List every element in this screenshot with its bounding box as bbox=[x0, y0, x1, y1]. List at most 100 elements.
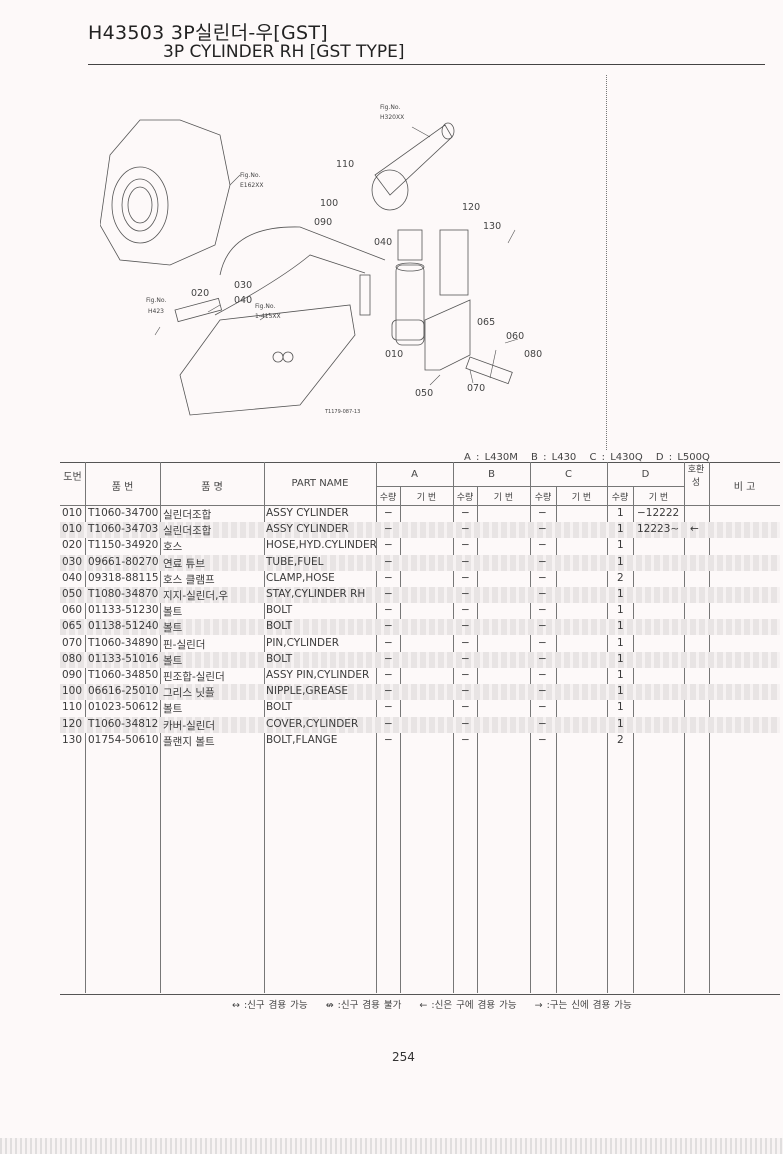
housing-drawing bbox=[100, 119, 231, 266]
qty-c: − bbox=[538, 717, 547, 730]
callout-020: 020 bbox=[191, 288, 209, 299]
part-name-korean: 연료 튜브 bbox=[163, 557, 205, 570]
serial-d: −12222 bbox=[637, 507, 680, 519]
qty-a: − bbox=[384, 701, 393, 714]
part-number: 01133-51016 bbox=[88, 652, 159, 665]
cylinder-drawing bbox=[391, 229, 425, 346]
ref-no: 070 bbox=[62, 636, 83, 649]
callout-130: 130 bbox=[483, 221, 501, 232]
qty-d: 1 bbox=[617, 652, 624, 665]
ref-no: 100 bbox=[62, 685, 83, 698]
qty-c: − bbox=[538, 588, 547, 600]
callout-010: 010 bbox=[385, 349, 403, 360]
qty-b: − bbox=[461, 652, 470, 665]
model-a: A : L430M bbox=[464, 452, 518, 463]
qty-b: − bbox=[461, 701, 470, 714]
callout-040: 040 bbox=[374, 237, 392, 248]
part-number: T1060-34850 bbox=[88, 669, 159, 681]
header-remarks: 비 고 bbox=[733, 482, 756, 493]
qty-b: − bbox=[461, 539, 470, 552]
fig-ref-label: E162XX bbox=[240, 182, 263, 189]
model-b: B : L430 bbox=[531, 452, 577, 463]
qty-a: − bbox=[384, 523, 393, 536]
serial-d: 12223∼ bbox=[637, 523, 680, 536]
header-name-ko: 품 명 bbox=[201, 482, 223, 493]
header-part-no: 품 번 bbox=[111, 482, 134, 493]
part-number: 06616-25010 bbox=[88, 685, 159, 698]
part-name-korean: 카버-실린더 bbox=[163, 719, 216, 732]
part-name-korean: 실린더조합 bbox=[163, 509, 212, 521]
fig-ref-label: Fig.No. bbox=[146, 297, 166, 304]
part-name: BOLT bbox=[266, 604, 293, 617]
callout-100: 100 bbox=[320, 198, 338, 209]
part-name: STAY,CYLINDER RH bbox=[266, 588, 366, 600]
page-title-english: 3P CYLINDER RH [GST TYPE] bbox=[163, 42, 405, 62]
qty-a: − bbox=[384, 652, 393, 665]
qty-b: − bbox=[461, 685, 470, 698]
callout-110: 110 bbox=[336, 159, 354, 170]
part-number: T1060-34700 bbox=[88, 507, 159, 519]
legend-item: → :구는 신에 겸용 가능 bbox=[534, 1000, 632, 1011]
part-name-korean: 실린더조합 bbox=[163, 525, 212, 538]
fig-ref-label: Fig.No. bbox=[240, 172, 260, 179]
qty-d: 1 bbox=[617, 588, 624, 600]
scan-edge bbox=[0, 1138, 783, 1154]
compatibility-legend: ↔ :신구 겸용 가능 ↮ :신구 겸용 불가 ← :신은 구에 겸용 가능 →… bbox=[232, 997, 646, 1011]
part-number: T1060-34812 bbox=[88, 717, 159, 730]
qty-a: − bbox=[384, 669, 393, 681]
qty-divider bbox=[556, 486, 557, 993]
leader-lines bbox=[154, 126, 519, 386]
qty-d: 1 bbox=[617, 604, 624, 617]
part-number: 09318-88115 bbox=[88, 571, 159, 584]
header-serial: 기 번 bbox=[493, 493, 514, 503]
part-name: ASSY CYLINDER bbox=[266, 507, 349, 519]
fig-ref-label: 1-415XX bbox=[255, 313, 281, 320]
qty-d: 1 bbox=[617, 701, 624, 714]
ref-no: 010 bbox=[62, 507, 83, 519]
ref-no: 110 bbox=[62, 701, 83, 714]
qty-a: − bbox=[384, 636, 393, 649]
qty-b: − bbox=[461, 604, 470, 617]
qty-b: − bbox=[461, 523, 470, 536]
part-name: COVER,CYLINDER bbox=[266, 717, 359, 730]
model-d: D : L500Q bbox=[655, 452, 710, 463]
qty-c: − bbox=[538, 636, 547, 649]
part-name-korean: 핀조합-실린더 bbox=[163, 671, 225, 683]
hose-drawing bbox=[174, 226, 386, 323]
qty-d: 1 bbox=[617, 669, 624, 681]
qty-b: − bbox=[461, 669, 470, 681]
qty-a: − bbox=[384, 555, 393, 568]
qty-a: − bbox=[384, 588, 393, 600]
qty-divider bbox=[477, 486, 478, 993]
part-name-korean: 플랜지 볼트 bbox=[163, 735, 215, 748]
qty-b: − bbox=[461, 733, 470, 746]
qty-c: − bbox=[538, 701, 547, 714]
header-ref-no: 도번 bbox=[63, 472, 82, 483]
qty-b: − bbox=[461, 571, 470, 584]
ref-no: 060 bbox=[62, 604, 83, 617]
compatibility: ← bbox=[690, 523, 699, 536]
part-number: 09661-80270 bbox=[88, 555, 159, 568]
callout-080: 080 bbox=[524, 349, 542, 360]
qty-c: − bbox=[538, 507, 547, 519]
callout-030: 030 bbox=[234, 280, 252, 291]
fig-ref-label: H423 bbox=[148, 308, 164, 315]
part-name-korean: 볼트 bbox=[163, 622, 183, 635]
header-qty: 수량 bbox=[456, 493, 474, 503]
part-name-korean: 핀-실린더 bbox=[163, 638, 206, 651]
qty-c: − bbox=[538, 733, 547, 746]
part-number: 01138-51240 bbox=[88, 620, 159, 633]
header-part-name: PART NAME bbox=[291, 478, 349, 489]
ref-no: 030 bbox=[62, 555, 83, 568]
part-name: CLAMP,HOSE bbox=[266, 571, 335, 584]
part-number: T1060-34703 bbox=[88, 523, 159, 536]
part-name-korean: 그리스 닛플 bbox=[163, 687, 215, 700]
